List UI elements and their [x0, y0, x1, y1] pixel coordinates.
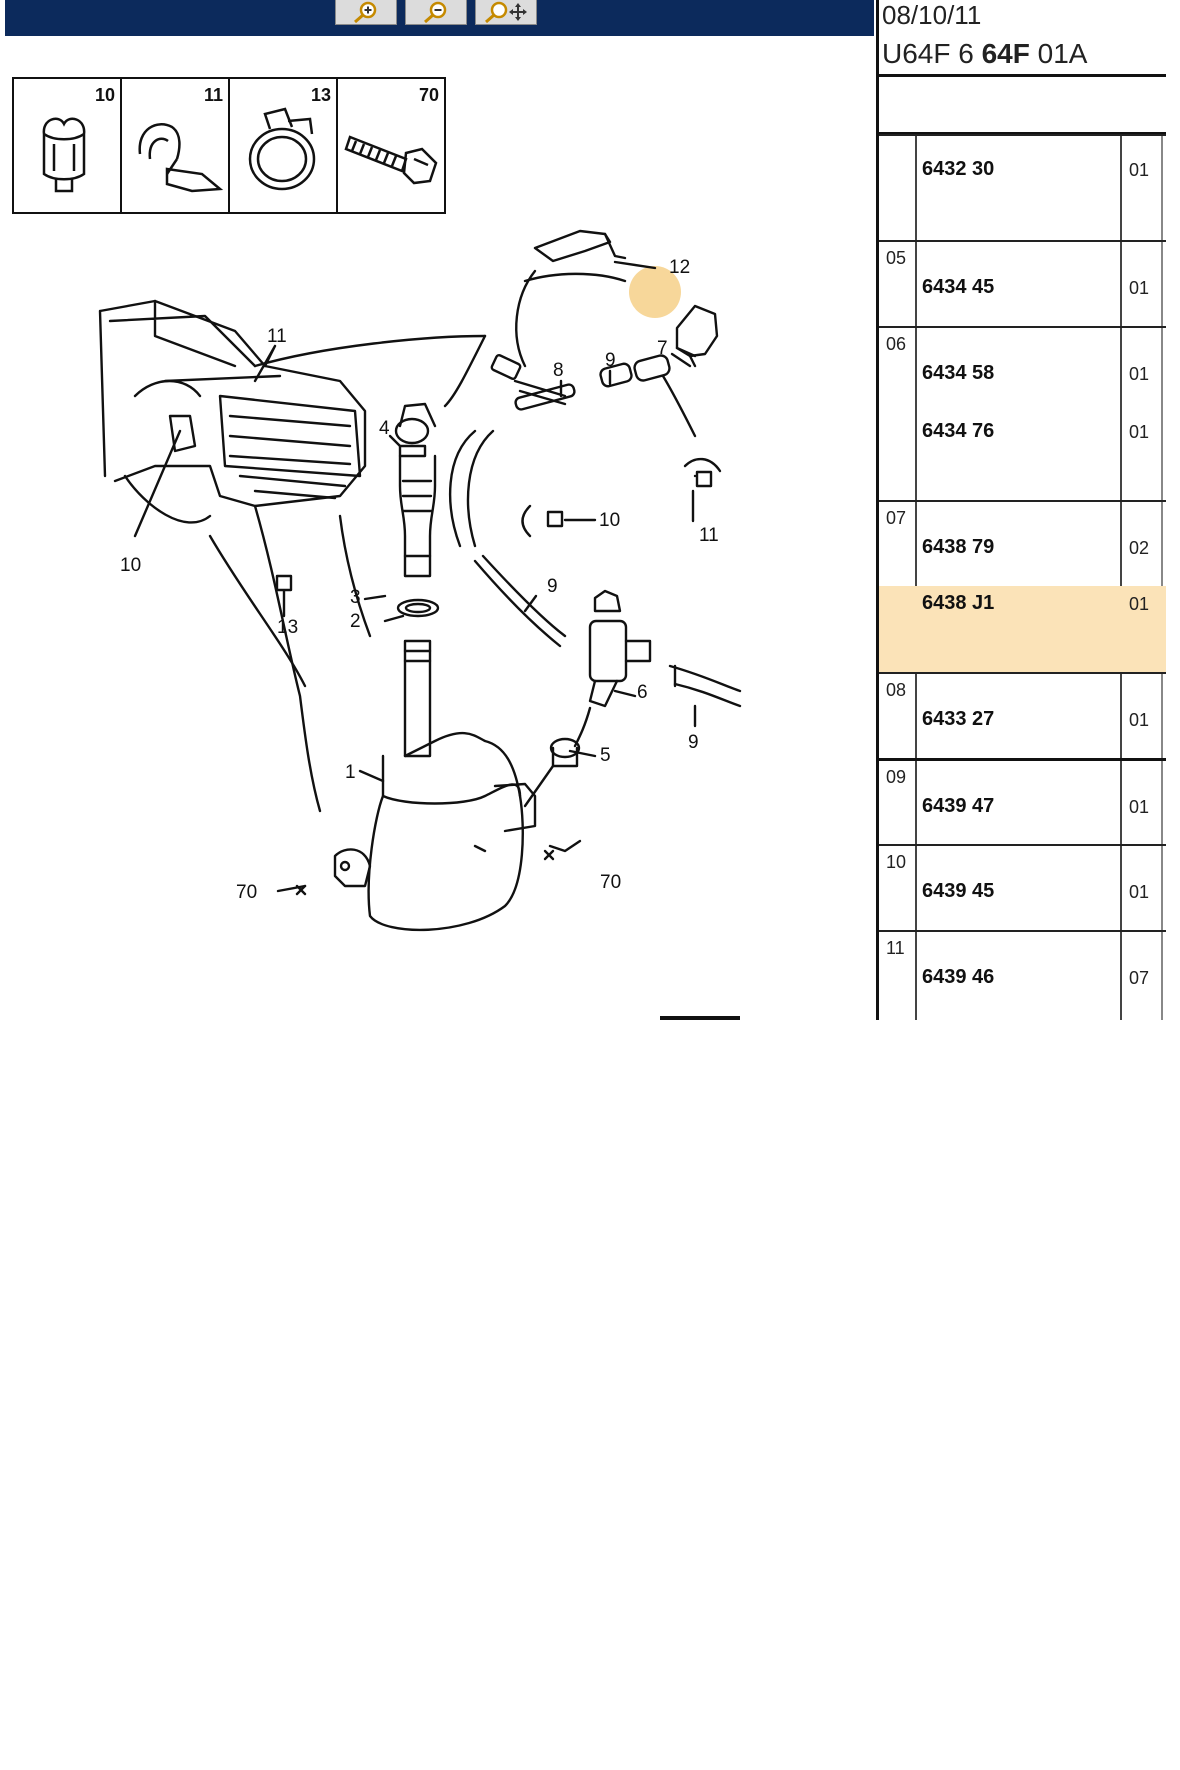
callout-4: 4 — [379, 418, 390, 439]
catalog-reference: U64F 6 64F 01A — [882, 38, 1088, 69]
callout-9a: 9 — [605, 350, 616, 371]
part-reference[interactable]: 6432 30 — [922, 158, 995, 180]
legend-number: 13 — [310, 85, 331, 105]
legend-number: 70 — [418, 85, 439, 105]
table-row-selected[interactable]: 6438 J1 01 — [879, 586, 1166, 672]
catalog-date: 08/10/11 — [882, 0, 982, 30]
part-quantity: 07 — [1129, 968, 1150, 988]
table-row[interactable]: 06 6434 58 01 6434 76 01 — [879, 326, 1166, 502]
panel-divider — [879, 132, 1166, 135]
callout-5: 5 — [600, 745, 611, 766]
callout-1: 1 — [345, 762, 356, 783]
callout-70b: 70 — [600, 872, 621, 893]
part-quantity: 01 — [1129, 882, 1150, 902]
hose-clamp-icon — [248, 107, 316, 191]
part-reference[interactable]: 6439 47 — [922, 795, 995, 817]
panel-divider — [879, 74, 1166, 77]
fastener-legend: 10 11 13 — [12, 77, 446, 214]
part-reference[interactable]: 6438 79 — [922, 536, 995, 558]
legend-item-13[interactable]: 13 — [230, 79, 338, 212]
callout-12: 12 — [669, 257, 690, 278]
part-reference[interactable]: 6433 27 — [922, 708, 995, 730]
callout-9b: 9 — [547, 576, 558, 597]
part-quantity: 01 — [1129, 422, 1150, 442]
exploded-parts-diagram[interactable]: 1 2 3 4 5 6 7 8 9 9 9 10 10 11 11 12 13 … — [5, 36, 874, 1020]
table-row[interactable]: 05 6434 45 01 — [879, 240, 1166, 328]
legend-number: 11 — [203, 85, 223, 105]
toolbar — [5, 0, 874, 36]
callout-11a: 11 — [267, 326, 287, 347]
table-row[interactable]: 11 6439 46 07 — [879, 930, 1166, 1022]
part-quantity: 01 — [1129, 594, 1150, 614]
pan-button[interactable] — [475, 0, 537, 25]
callout-70a: 70 — [236, 882, 257, 903]
zoom-out-button[interactable] — [405, 0, 467, 25]
table-row[interactable]: 08 6433 27 01 — [879, 672, 1166, 760]
callout-3: 3 — [350, 587, 361, 608]
parts-list-panel: 08/10/11 U64F 6 64F 01A 6432 30 01 05 64… — [876, 0, 1166, 1022]
legend-item-10[interactable]: 10 — [14, 79, 122, 212]
screw-icon — [344, 135, 438, 185]
part-quantity: 01 — [1129, 710, 1150, 730]
part-quantity: 01 — [1129, 797, 1150, 817]
callout-10a: 10 — [599, 510, 620, 531]
part-reference[interactable]: 6439 45 — [922, 880, 995, 902]
scrollbar-stub[interactable] — [660, 1016, 740, 1020]
column-divider — [1120, 134, 1122, 1020]
column-divider — [915, 134, 917, 1020]
clip-icon — [42, 117, 86, 193]
vehicle-outline — [98, 299, 367, 524]
column-divider — [1161, 134, 1163, 1020]
part-reference[interactable]: 6434 45 — [922, 276, 995, 298]
clip-marker — [695, 470, 713, 488]
legend-item-70[interactable]: 70 — [338, 79, 444, 212]
selection-highlight — [629, 266, 681, 318]
part-reference[interactable]: 6434 76 — [922, 420, 995, 442]
part-quantity: 01 — [1129, 364, 1150, 384]
legend-item-11[interactable]: 11 — [122, 79, 230, 212]
part-reference[interactable]: 6434 58 — [922, 362, 995, 384]
table-row[interactable]: 10 6439 45 01 — [879, 844, 1166, 932]
callout-11b: 11 — [699, 525, 719, 546]
table-row[interactable]: 09 6439 47 01 — [879, 758, 1166, 847]
part-reference[interactable]: 6439 46 — [922, 966, 995, 988]
legend-number: 10 — [94, 85, 115, 105]
callout-9c: 9 — [688, 732, 699, 753]
part-reference[interactable]: 6438 J1 — [922, 592, 995, 614]
table-row[interactable]: 6432 30 01 — [879, 134, 1166, 242]
callout-7: 7 — [657, 338, 668, 359]
callout-13: 13 — [277, 617, 298, 638]
magnifier-move-icon — [485, 1, 527, 23]
callout-8: 8 — [553, 360, 564, 381]
diagram-canvas: 1 2 3 4 5 6 7 8 9 9 9 10 10 11 11 12 13 … — [98, 229, 742, 932]
table-row[interactable]: 07 6438 79 02 — [879, 500, 1166, 588]
magnifier-plus-icon — [354, 1, 377, 23]
magnifier-minus-icon — [424, 1, 447, 23]
zoom-in-button[interactable] — [335, 0, 397, 25]
callout-10b: 10 — [120, 555, 141, 576]
part-quantity: 02 — [1129, 538, 1150, 558]
bracket-clip-icon — [138, 123, 224, 193]
callout-2: 2 — [350, 611, 361, 632]
callout-6: 6 — [637, 682, 648, 703]
part-quantity: 01 — [1129, 278, 1150, 298]
part-quantity: 01 — [1129, 160, 1150, 180]
